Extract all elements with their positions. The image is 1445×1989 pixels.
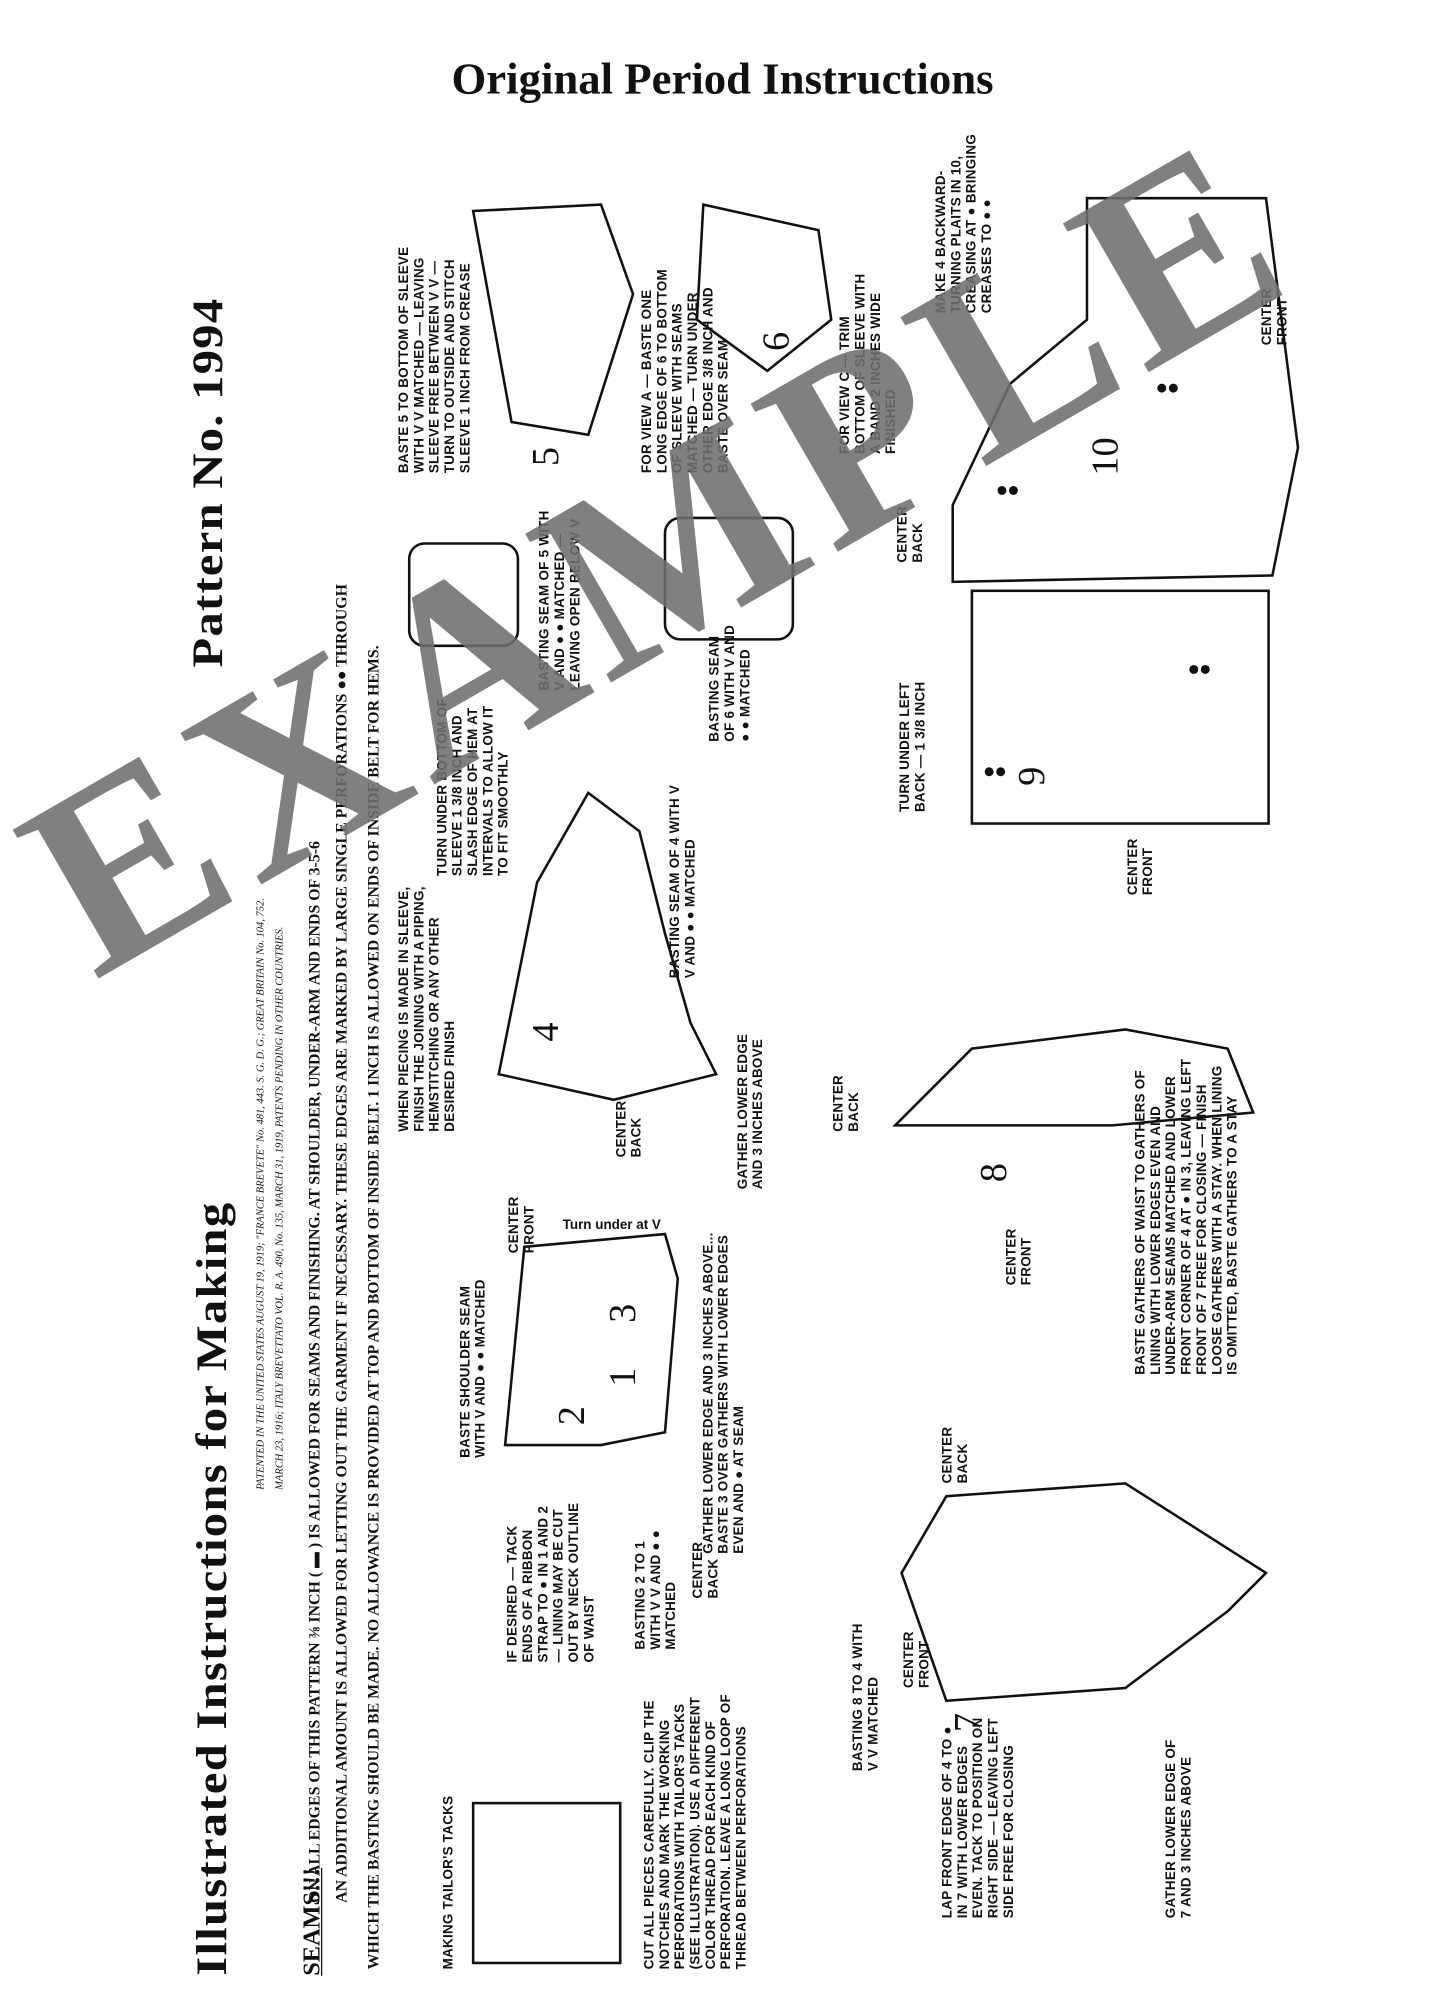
label-basting-seam-4: Basting seam of 4 with V V and ● ● match… — [667, 784, 699, 979]
label-piecing-sleeve: When piecing is made in sleeve, finish t… — [396, 886, 458, 1132]
label-ribbon-strap: If desired — tack ends of a ribbon strap… — [505, 1502, 598, 1663]
assembled-waist-outline — [900, 1482, 1269, 1703]
label-baste-5-sleeve: Baste 5 to bottom of sleeve with V V mat… — [396, 246, 474, 474]
label-lap-front-edge: Lap front edge of 4 to ● in 7 with lower… — [939, 1717, 1017, 1919]
piece-number: 1 — [601, 1367, 644, 1387]
label-turn-under-left-back: Turn under left back — 1 3/8 inch — [897, 681, 929, 813]
label-center-back: Center back — [613, 1100, 645, 1158]
label-cut-pieces: Cut all pieces carefully. Clip the notch… — [641, 1694, 750, 1970]
perforation-dots — [1157, 383, 1167, 393]
label-gather-7: Gather lower edge of 7 and 3 inches abov… — [1163, 1739, 1195, 1919]
label-center-front: Center front — [1003, 1228, 1035, 1286]
label-baste-gathers-waist: Baste gathers of waist to gathers of lin… — [1133, 1058, 1241, 1375]
piece-number: 2 — [550, 1406, 593, 1426]
piece-number: 9 — [1010, 766, 1054, 786]
label-center-front: Center front — [1125, 838, 1157, 896]
perforation-dots — [997, 485, 1007, 495]
label-tailors-tacks: Making tailor's tacks — [441, 1795, 457, 1970]
page-title: Original Period Instructions — [451, 53, 994, 104]
perforation-dots — [1189, 664, 1199, 674]
seams-line: ON ALL EDGES OF THIS PATTERN ⅜ INCH ( ▬ … — [305, 841, 324, 1903]
label-center-back: Center back — [831, 1074, 862, 1132]
instructions-title: Illustrated Instructions for Making — [187, 1201, 237, 1976]
label-shoulder-seam: Baste shoulder seam with V and ● ● match… — [457, 1279, 489, 1458]
piece-10-outline — [951, 196, 1300, 584]
perforation-dots — [984, 767, 994, 777]
label-center-front: Center front — [506, 1196, 538, 1254]
cuff-6-outline — [695, 203, 833, 373]
sleeve-4-outline — [497, 790, 718, 1102]
label-gather-lower-edge: Gather lower edge and 3 inches above — [735, 1033, 767, 1190]
waist-outline — [503, 1232, 680, 1447]
label-center-back: Center back — [939, 1426, 971, 1484]
label-basting-8-to-4: Basting 8 to 4 with V V matched — [850, 1623, 882, 1772]
tailors-tacks-outline — [471, 1801, 622, 1965]
label-basting-2-to-1: Basting 2 to 1 with V V and ● ● matched — [633, 1529, 680, 1650]
label-turn-under: Turn under at V — [562, 1217, 661, 1233]
label-center-front: Center front — [901, 1631, 933, 1689]
label-gather-baste-3: Gather lower edge and 3 inches above... … — [700, 1232, 747, 1554]
cuff-5-outline — [471, 203, 635, 437]
piece-9-outline — [970, 589, 1270, 825]
sleeve-5-outline — [407, 542, 520, 648]
pattern-number: Pattern No. 1994 — [184, 297, 233, 668]
piece-number: 8 — [972, 1163, 1015, 1183]
piece-number: 4 — [524, 1022, 568, 1042]
sleeve-6-outline — [663, 516, 795, 641]
piece-number: 3 — [601, 1303, 644, 1323]
lining-outline — [892, 1028, 1256, 1127]
label-center-back: Center back — [690, 1541, 722, 1599]
